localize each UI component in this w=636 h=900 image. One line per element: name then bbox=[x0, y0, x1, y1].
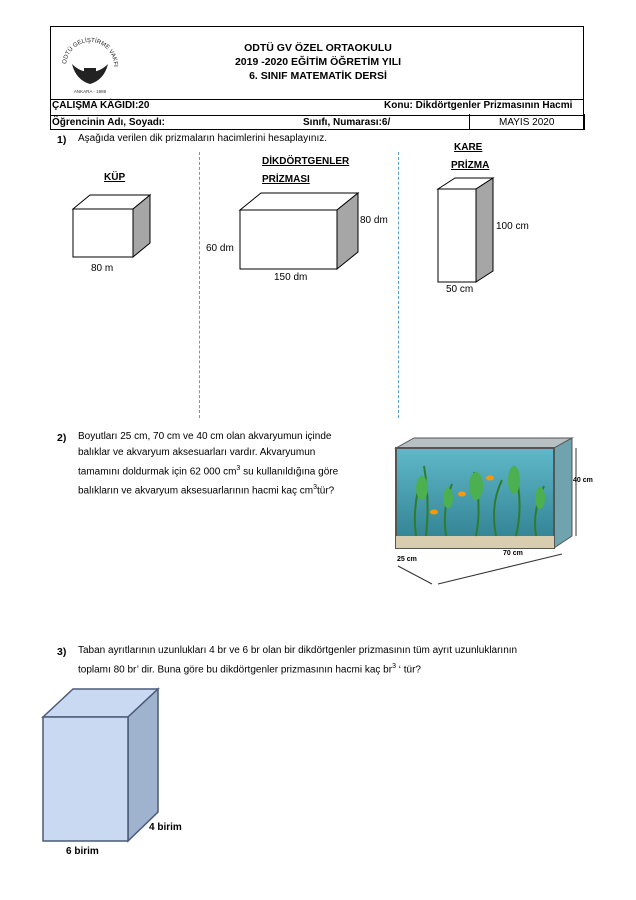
column-divider bbox=[398, 152, 399, 418]
aquarium-width-label: 25 cm bbox=[397, 556, 417, 563]
rect-prism-depth-label: 80 dm bbox=[360, 215, 388, 226]
question-line: tamamını doldurmak için 62 000 cm3 su ku… bbox=[78, 465, 339, 478]
course-name: 6. SINIF MATEMATİK DERSİ bbox=[249, 70, 387, 82]
question-text: Taban ayrıtlarının uzunlukları 4 br ve 6… bbox=[78, 643, 598, 678]
question-line: balıkların ve akvaryum aksesuarlarının h… bbox=[78, 484, 335, 497]
date-label: MAYIS 2020 bbox=[499, 117, 555, 128]
cube-figure bbox=[71, 193, 152, 259]
question-line: toplamı 80 br’ dir. Buna göre bu dikdört… bbox=[78, 663, 421, 676]
header-divider bbox=[51, 99, 583, 100]
sheet-label: ÇALIŞMA KÂĞIDI:20 bbox=[52, 100, 150, 111]
q3-depth-label: 4 birim bbox=[149, 822, 182, 833]
aquarium-length-label: 70 cm bbox=[503, 550, 523, 557]
column-divider bbox=[199, 152, 200, 418]
date-cell-border bbox=[469, 114, 470, 130]
question-line: Boyutları 25 cm, 70 cm ve 40 cm olan akv… bbox=[78, 431, 332, 442]
rect-prism-title: DİKDÖRTGENLER bbox=[262, 156, 350, 167]
school-name: ODTÜ GV ÖZEL ORTAOKULU bbox=[244, 42, 392, 54]
square-prism-title: PRİZMA bbox=[451, 160, 490, 171]
question-number: 1) bbox=[57, 134, 67, 146]
student-name-label: Öğrencinin Adı, Soyadı: bbox=[52, 117, 165, 128]
school-year: 2019 -2020 EĞİTİM ÖĞRETİM YILI bbox=[234, 56, 402, 68]
rect-prism-width-label: 150 dm bbox=[274, 272, 308, 283]
square-prism-figure bbox=[436, 177, 495, 283]
header-box bbox=[50, 26, 584, 130]
question-number: 3) bbox=[57, 646, 67, 658]
class-number-label: Sınıfı, Numarası:6/ bbox=[303, 117, 391, 128]
cube-edge-label: 80 m bbox=[91, 263, 114, 274]
topic-label: Konu: Dikdörtgenler Prizmasının Hacmi bbox=[384, 100, 573, 111]
aquarium-height-label: 40 cm bbox=[573, 477, 593, 484]
svg-text:ANKARA - 1989: ANKARA - 1989 bbox=[74, 89, 107, 94]
date-cell-border bbox=[583, 114, 585, 130]
cube-title: KÜP bbox=[104, 172, 126, 183]
question-line: balıklar ve akvaryum aksesuarları vardır… bbox=[78, 447, 316, 458]
question-number: 2) bbox=[57, 432, 67, 444]
square-prism-title: KARE bbox=[454, 142, 483, 153]
q3-prism-figure bbox=[41, 687, 160, 843]
q3-width-label: 6 birim bbox=[66, 846, 99, 857]
question-text: Boyutları 25 cm, 70 cm ve 40 cm olan akv… bbox=[78, 429, 378, 500]
question-text: Aşağıda verilen dik prizmaların hacimler… bbox=[78, 133, 328, 144]
square-prism-base-label: 50 cm bbox=[446, 284, 474, 295]
question-line: Taban ayrıtlarının uzunlukları 4 br ve 6… bbox=[78, 645, 518, 656]
header-divider bbox=[51, 115, 583, 116]
rect-prism-height-label: 60 dm bbox=[206, 243, 234, 254]
rect-prism-figure bbox=[238, 191, 360, 271]
aquarium-image bbox=[394, 437, 577, 585]
school-logo: ODTÜ GELİŞTİRME VAKFI OKULLARI ANKARA - … bbox=[54, 26, 124, 96]
square-prism-height-label: 100 cm bbox=[496, 221, 529, 232]
rect-prism-title: PRİZMASI bbox=[262, 174, 310, 185]
